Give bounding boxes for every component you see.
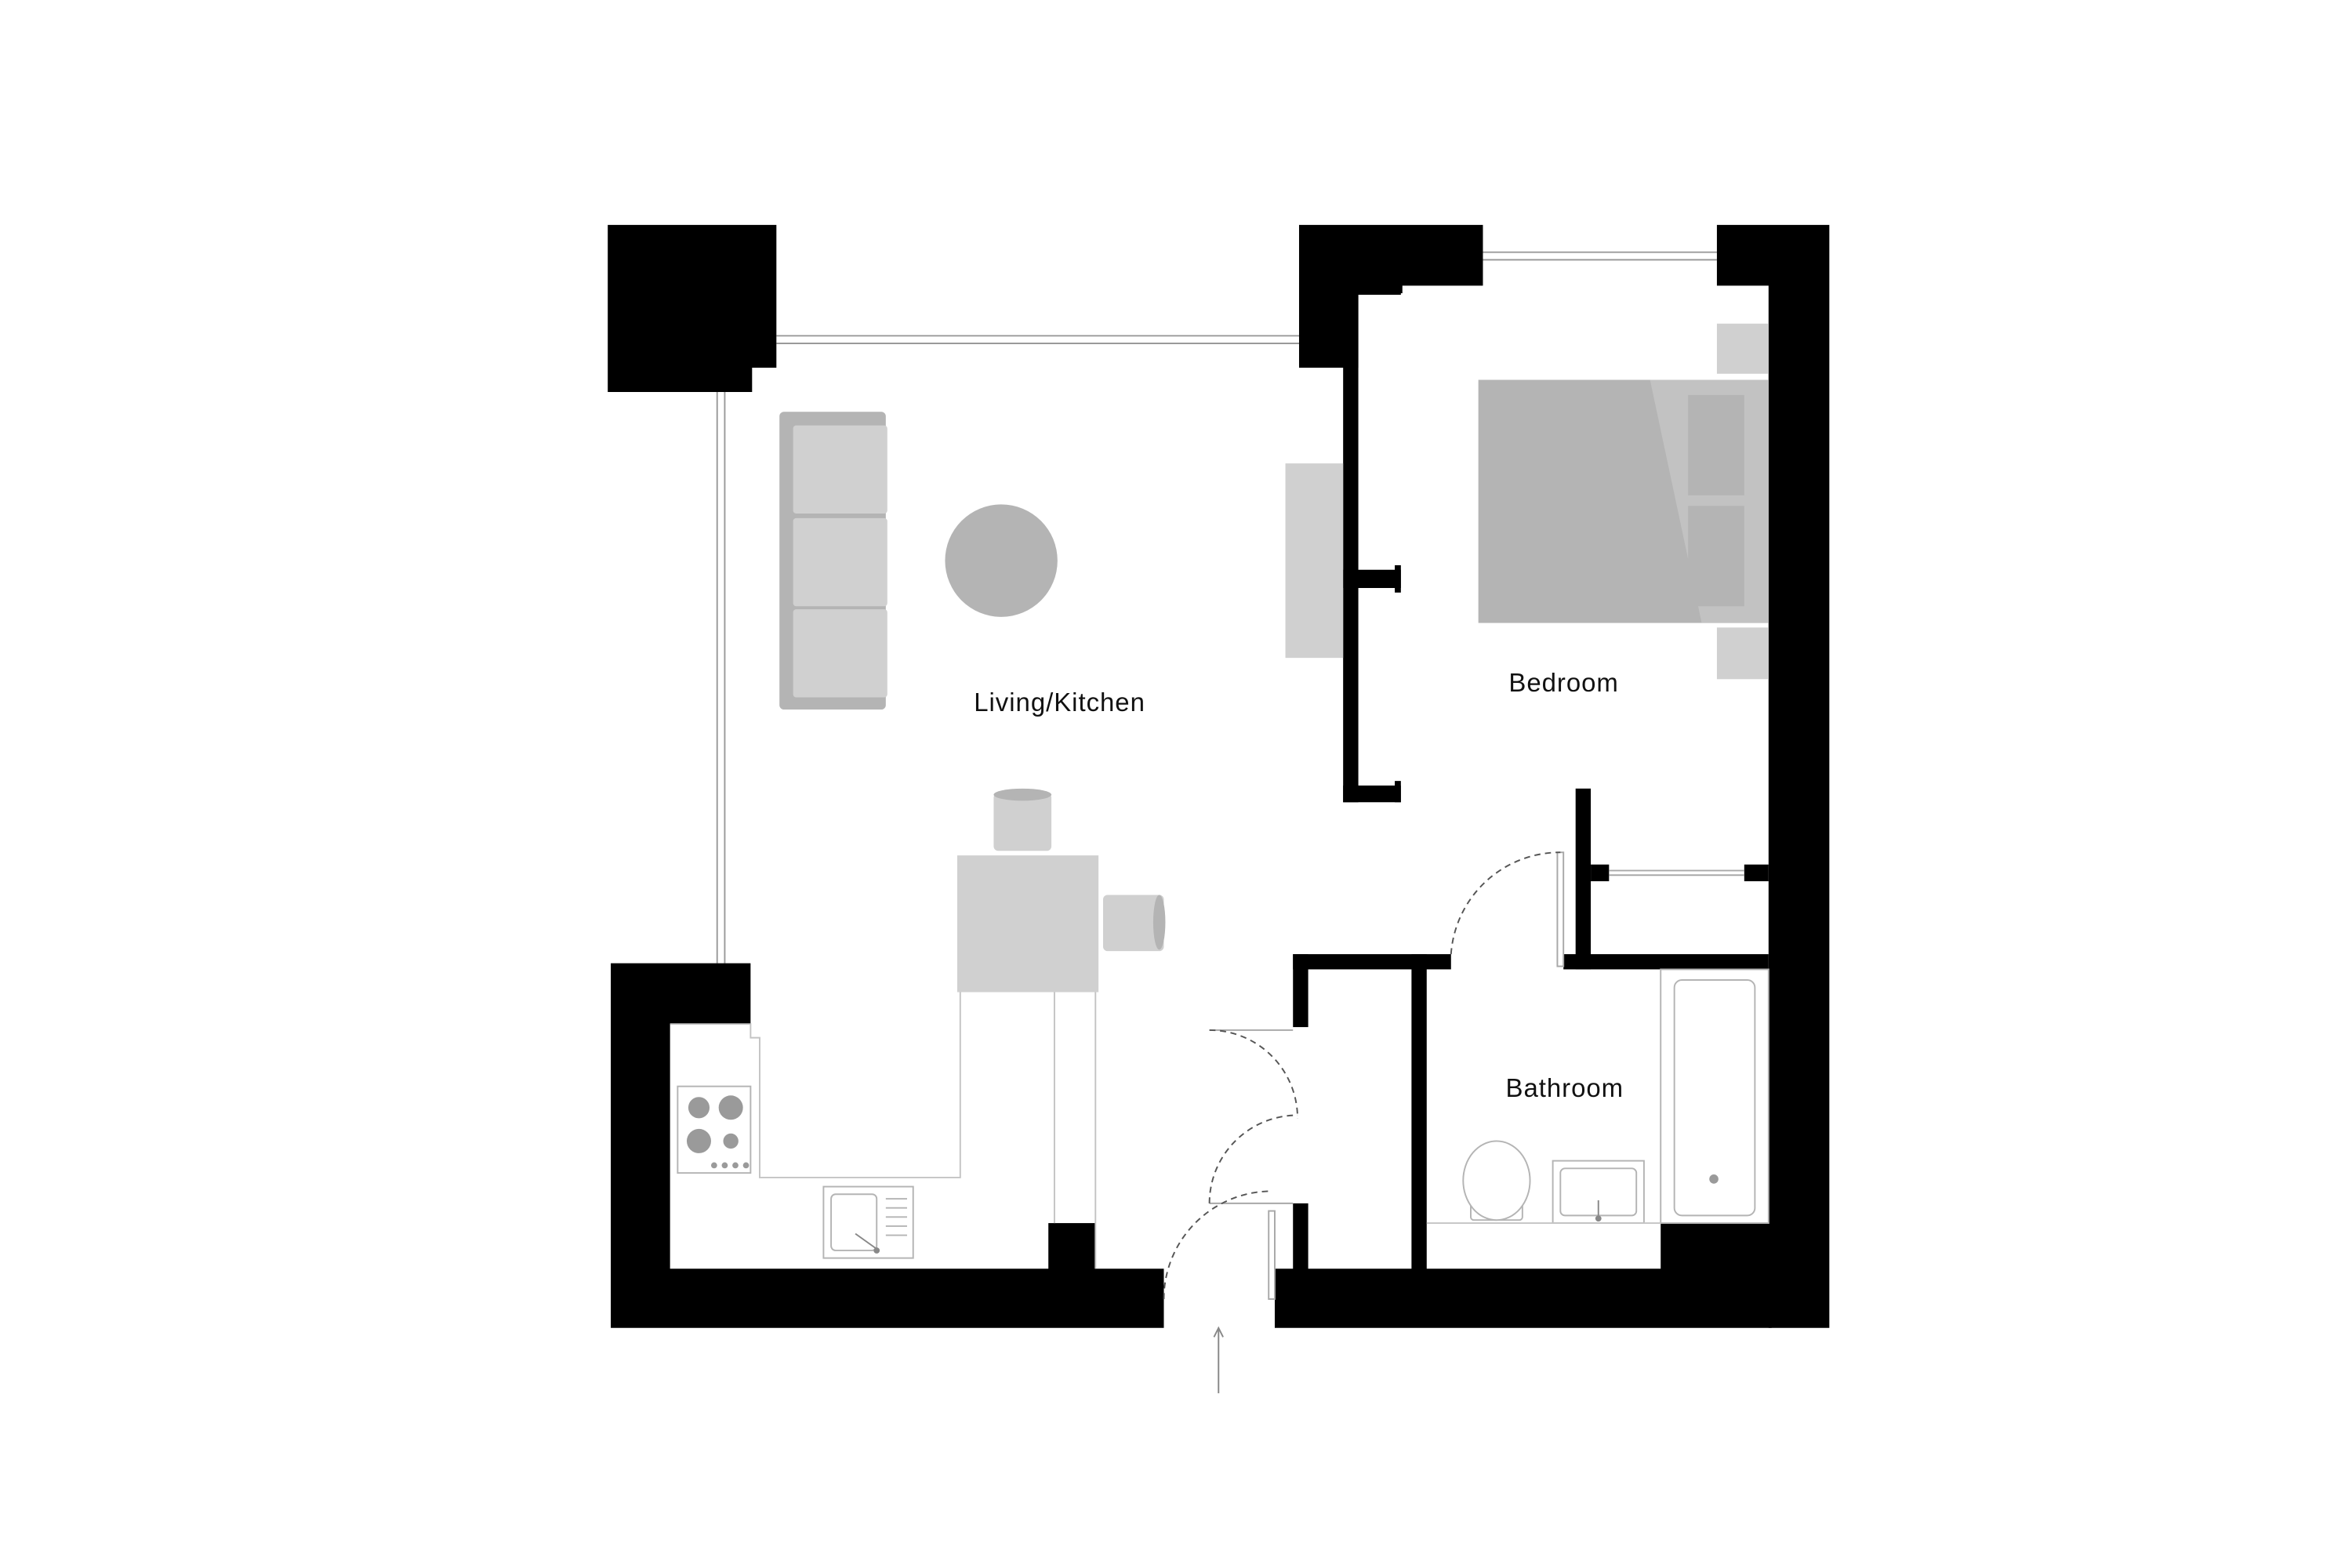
sofa: [779, 412, 887, 710]
double-bed: [1478, 379, 1769, 623]
wall-bedroom-partition: [1343, 285, 1359, 803]
wall-top-left-pillar: [608, 224, 777, 392]
wall-hall-top: [1293, 954, 1451, 970]
bathtub: [1660, 968, 1769, 1225]
dining-set: [956, 788, 1166, 993]
basin: [1552, 1160, 1645, 1225]
dining-table: [956, 855, 1099, 993]
pillow-bottom: [1688, 506, 1744, 607]
dining-chair-top: [993, 788, 1052, 851]
coffee-table: [945, 504, 1058, 617]
entrance-arrow: [1213, 1326, 1224, 1394]
wall-wardrobe-left: [1575, 788, 1592, 970]
window-living-left: [716, 392, 726, 964]
wall-right: [1716, 224, 1830, 1328]
kitchen-sink: [822, 1185, 914, 1259]
door-closet: [1208, 1029, 1299, 1204]
kitchen-counter: [670, 992, 1097, 1269]
wall-kitchen-stub: [1048, 1223, 1096, 1272]
toilet: [1462, 1140, 1531, 1221]
wall-bottom-right: [1274, 1223, 1772, 1328]
door-entrance: [1163, 1190, 1276, 1300]
tv-unit: [1285, 463, 1344, 659]
room-label-living-kitchen: Living/Kitchen: [974, 688, 1145, 717]
room-label-bathroom: Bathroom: [1506, 1073, 1624, 1102]
dining-chair-right: [1102, 895, 1166, 952]
window-living-top: [776, 335, 1299, 344]
cooktop: [677, 1085, 752, 1174]
wall-bathroom-top: [1563, 954, 1769, 970]
door-bathroom: [1450, 851, 1565, 967]
doors: [1163, 851, 1565, 1300]
wall-bathroom-left: [1411, 954, 1427, 1271]
window-bedroom-top: [1483, 251, 1717, 261]
bedside-tables: [1716, 323, 1769, 680]
wall-bottom-left: [611, 963, 1164, 1328]
wardrobe-rail: [1609, 869, 1744, 877]
pillow-top: [1688, 394, 1744, 495]
windows: [716, 251, 1717, 964]
room-label-bedroom: Bedroom: [1508, 668, 1618, 697]
walls: [608, 224, 1830, 1328]
wall-top-middle-pillar: [1298, 224, 1483, 368]
